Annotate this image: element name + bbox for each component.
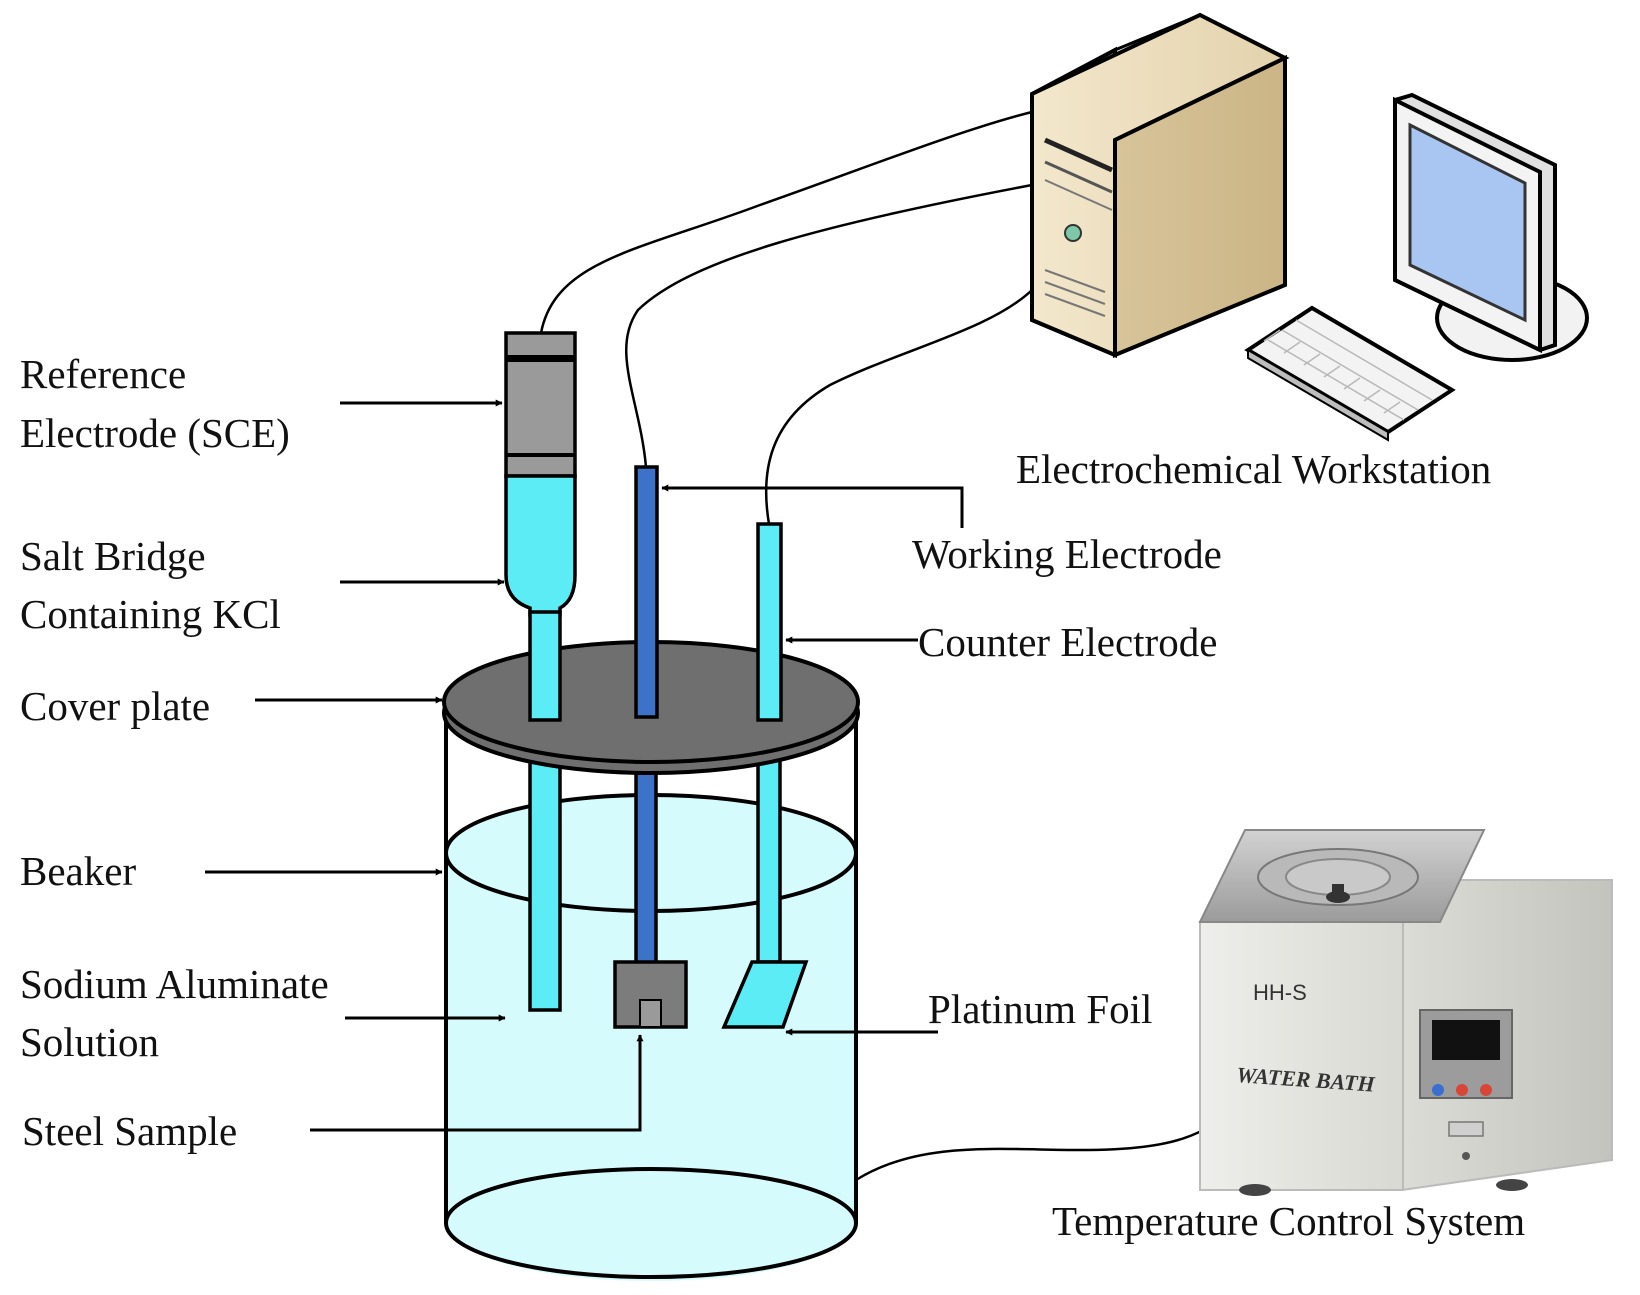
water-bath-switch [1448, 1121, 1484, 1137]
keyboard-front-edge [1247, 348, 1389, 442]
drive-slot-2 [1044, 160, 1113, 194]
vent-line-1 [1044, 269, 1106, 293]
beaker-bottom [444, 1167, 858, 1279]
cable-counter [764, 289, 1033, 525]
cable-working [625, 183, 1033, 468]
keyboard-keys [1263, 319, 1433, 421]
reference-electrode-band-bottom [506, 453, 575, 457]
label-temperature-system: Temperature Control System [1052, 1198, 1525, 1244]
reference-electrode-band-top [506, 355, 575, 362]
drive-slot-3 [1044, 179, 1113, 211]
label-salt-bridge-line2: Containing KCl [20, 591, 281, 637]
water-bath-model: HH-S [1253, 980, 1307, 1005]
label-beaker: Beaker [20, 848, 136, 894]
label-steel-sample: Steel Sample [22, 1108, 237, 1154]
monitor-screen [1408, 122, 1527, 323]
label-reference-electrode-line2: Electrode (SCE) [20, 410, 290, 456]
label-counter-electrode: Counter Electrode [918, 619, 1217, 665]
water-bath-display [1432, 1020, 1500, 1060]
platinum-foil [721, 960, 809, 1029]
salt-bridge-bulb [504, 474, 577, 617]
water-bath-foot-left [1239, 1184, 1271, 1196]
salt-bridge-tube-lower [528, 758, 562, 1012]
vent-line-2 [1044, 281, 1106, 305]
label-working-electrode: Working Electrode [912, 531, 1222, 577]
drive-slot-1 [1043, 137, 1114, 173]
callout-arrows [205, 399, 964, 1132]
label-workstation: Electrochemical Workstation [1016, 446, 1491, 492]
working-electrode-rod [634, 465, 659, 719]
counter-electrode-rod-lower [756, 758, 782, 964]
water-bath-front [1199, 921, 1404, 1191]
cable-reference [539, 110, 1033, 334]
label-solution-line1: Sodium Aluminate [20, 961, 329, 1007]
computer-tower [1030, 12, 1290, 359]
arrow-working-electrode [661, 484, 964, 528]
counter-electrode-rod [756, 522, 783, 722]
label-platinum-foil: Platinum Foil [928, 986, 1152, 1032]
monitor [1393, 92, 1589, 362]
water-bath-foot-right [1496, 1179, 1528, 1191]
cables [539, 110, 1231, 1182]
label-cover-plate: Cover plate [20, 683, 210, 729]
keyboard [1244, 305, 1456, 442]
cable-water-bath [855, 1109, 1231, 1182]
label-salt-bridge-line1: Salt Bridge [20, 533, 206, 579]
arrow-steel-sample [310, 1034, 644, 1132]
water-bath-button-red-icon [1456, 1084, 1468, 1096]
vent-line-3 [1044, 293, 1106, 317]
water-bath-button-blue-icon [1432, 1084, 1444, 1096]
salt-bridge-tube-upper [528, 610, 562, 722]
water-bath-indicator-icon [1462, 1152, 1470, 1160]
label-reference-electrode-line1: Reference [20, 351, 186, 397]
reference-electrode [504, 331, 577, 722]
label-solution-line2: Solution [20, 1019, 159, 1065]
water-bath-button-red2-icon [1480, 1084, 1492, 1096]
labels: Reference Electrode (SCE) Salt Bridge Co… [20, 351, 1525, 1244]
tower-side [1113, 54, 1287, 358]
power-button-icon [1064, 224, 1082, 242]
water-bath: HH-S WATER BATH [1198, 829, 1613, 1196]
water-bath-lid-knob-stem [1332, 884, 1344, 898]
working-electrode-rod-lower [634, 768, 658, 977]
steel-sample [639, 999, 662, 1028]
